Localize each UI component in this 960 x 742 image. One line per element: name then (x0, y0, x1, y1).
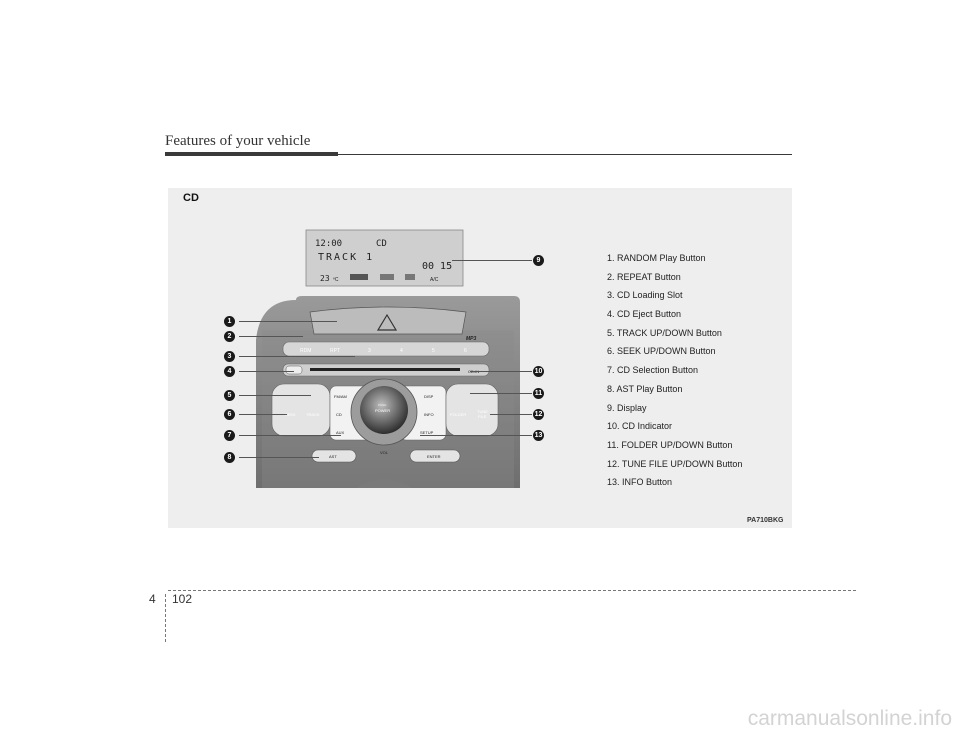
figure-code: PA710BKG (747, 517, 784, 524)
legend-item: 9. Display (607, 402, 647, 413)
leader-10 (470, 371, 532, 372)
callout-12: 12 (533, 409, 544, 420)
legend-item: 2. REPEAT Button (607, 271, 681, 282)
preset-6: 6 (464, 348, 467, 354)
defrost-icon (405, 274, 415, 280)
footer-rule (168, 590, 856, 591)
callout-3: 3 (224, 351, 235, 362)
head-unit: RDM RPT 3 4 5 6 MP3 CD-IN SEEK TRACK FM/… (256, 296, 520, 488)
vol-label: VOL (380, 450, 389, 455)
leader-11 (470, 393, 532, 394)
header-rule-thin (338, 154, 792, 155)
callout-6: 6 (224, 409, 235, 420)
lcd-track: TRACK 1 (318, 252, 374, 263)
leader-6 (239, 414, 287, 415)
legend-item: 7. CD Selection Button (607, 365, 699, 376)
preset-rdm: RDM (300, 348, 311, 354)
section-title: CD (183, 192, 199, 204)
mp3-badge: MP3 (466, 336, 477, 342)
component-legend: 1. RANDOM Play Button 2. REPEAT Button 3… (607, 253, 742, 496)
preset-4: 4 (400, 348, 403, 354)
info-label: INFO (424, 412, 434, 417)
legend-item: 3. CD Loading Slot (607, 290, 683, 301)
disp-label: DISP (424, 394, 434, 399)
airflow-mode-icon (380, 274, 394, 280)
lcd-time: 00 15 (422, 261, 452, 272)
enter-button (409, 449, 461, 463)
ast-button (311, 449, 357, 463)
lcd-temp-unit: ºC (333, 277, 339, 283)
leader-5 (239, 395, 311, 396)
page-number: 102 (172, 592, 193, 606)
enter-label: ENTER (427, 454, 441, 459)
legend-item: 12. TUNE FILE UP/DOWN Button (607, 458, 743, 469)
callout-5: 5 (224, 390, 235, 401)
seek-label: SEEK (285, 412, 296, 417)
header-rule-thick (165, 152, 338, 156)
legend-item: 6. SEEK UP/DOWN Button (607, 346, 716, 357)
legend-item: 4. CD Eject Button (607, 309, 682, 320)
leader-12 (490, 414, 532, 415)
legend-item: 8. AST Play Button (607, 383, 683, 394)
cd-loading-slot (310, 368, 460, 371)
callout-1: 1 (224, 316, 235, 327)
legend-item: 11. FOLDER UP/DOWN Button (607, 439, 733, 450)
watermark: carmanualsonline.info (747, 707, 952, 730)
fan-level-icon (350, 274, 368, 280)
legend-item: 5. TRACK UP/DOWN Button (607, 327, 722, 338)
legend-item: 10. CD Indicator (607, 421, 673, 432)
leader-1 (239, 321, 337, 322)
leader-2 (239, 336, 303, 337)
lcd-clock: 12:00 (315, 239, 342, 249)
legend-item: 1. RANDOM Play Button (607, 253, 706, 263)
lcd-ac: A/C (430, 277, 439, 283)
chapter-number: 4 (149, 592, 156, 606)
leader-3 (239, 356, 355, 357)
leader-8 (239, 457, 319, 458)
lcd-mode: CD (376, 239, 387, 249)
legend-item: 13. INFO Button (607, 477, 673, 488)
footer-divider (165, 594, 166, 642)
page-header-title: Features of your vehicle (165, 133, 311, 149)
callout-4: 4 (224, 366, 235, 377)
leader-7 (239, 435, 341, 436)
file-label: FILE (478, 414, 487, 419)
cd-label: CD (336, 412, 342, 417)
callout-9: 9 (533, 255, 544, 266)
setup-label: SETUP (420, 430, 434, 435)
callout-7: 7 (224, 430, 235, 441)
callout-2: 2 (224, 331, 235, 342)
knob-power: POWER (375, 408, 390, 413)
preset-rpt: RPT (330, 348, 340, 354)
knob-push: PUSH (378, 403, 386, 407)
fm-am-label: FM/AM (334, 394, 347, 399)
preset-3: 3 (368, 348, 371, 354)
power-volume-knob (360, 386, 408, 434)
lcd-display: 12:00 CD TRACK 1 00 15 23 ºC A/C (305, 229, 464, 287)
tune-label: TUNE (477, 409, 488, 414)
callout-8: 8 (224, 452, 235, 463)
callout-10: 10 (533, 366, 544, 377)
track-label: TRACK (306, 412, 320, 417)
cd-eject-button (285, 365, 303, 375)
leader-13 (420, 435, 532, 436)
hazard-icon (376, 313, 398, 331)
lcd-temp: 23 (320, 274, 330, 283)
preset-5: 5 (432, 348, 435, 354)
callout-11: 11 (533, 388, 544, 399)
ast-label: AST (329, 454, 337, 459)
aux-label: AUX (336, 430, 345, 435)
leader-4 (239, 371, 294, 372)
callout-13: 13 (533, 430, 544, 441)
folder-label: FOLDER (450, 412, 466, 417)
leader-9 (452, 260, 532, 261)
